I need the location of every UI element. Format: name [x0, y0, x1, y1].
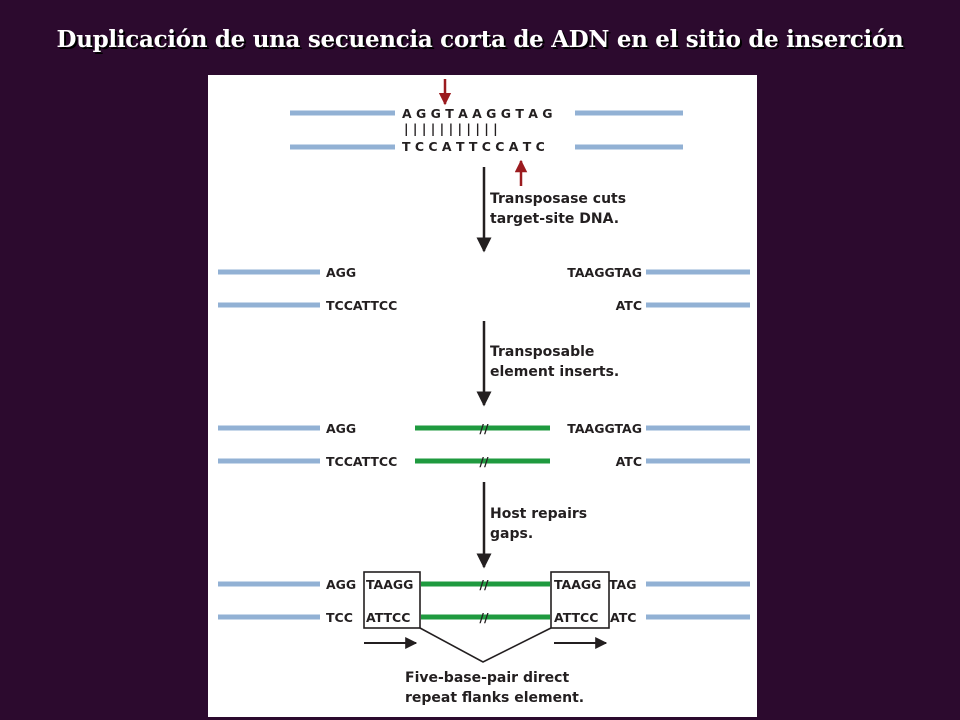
right-bottom-repeat: ATTCC [554, 610, 598, 625]
base-pair-lines: | | | | | | | | | | | [404, 121, 498, 136]
left-top-sequence: AGG [326, 421, 356, 436]
step-3-caption-line-2: gaps. [490, 526, 533, 542]
stage-3-inserted-element: // // AGG TCCATTCC TAAGGTAG ATC [218, 421, 750, 469]
right-top-sequence: TAAGGTAG [567, 421, 642, 436]
left-top-flank: AGG [326, 577, 356, 592]
stage-2-cut-dna: AGG TCCATTCC TAAGGTAG ATC [218, 265, 750, 313]
transposition-diagram: A G G T A A G G T A G | | | | | | | | | … [208, 75, 757, 717]
right-top-flank: TAG [609, 577, 637, 592]
slide-title: Duplicación de una secuencia corta de AD… [56, 26, 904, 53]
stage-4-repaired-dna: // // AGG TAAGG TCC ATTCC TAAGG TAG ATTC… [218, 571, 750, 663]
final-caption-line-1: Five-base-pair direct [405, 670, 569, 686]
repeat-callout-lines [419, 627, 552, 663]
left-bottom-repeat: ATTCC [366, 610, 410, 625]
stage-1-target-dna: A G G T A A G G T A G | | | | | | | | | … [290, 79, 683, 186]
diagram-canvas: A G G T A A G G T A G | | | | | | | | | … [218, 79, 750, 706]
final-caption-line-2: repeat flanks element. [405, 690, 584, 706]
break-mark-bottom: // [479, 454, 489, 469]
right-bottom-sequence: ATC [616, 298, 642, 313]
top-sequence: A G G T A A G G T A G [402, 106, 553, 121]
left-bottom-sequence: TCCATTCC [326, 298, 397, 313]
step-2-caption-line-2: element inserts. [490, 364, 619, 380]
right-bottom-sequence: ATC [616, 454, 642, 469]
right-bottom-flank: ATC [610, 610, 636, 625]
break-mark-top: // [479, 577, 489, 592]
step-1-caption-line-2: target-site DNA. [490, 211, 619, 227]
left-top-repeat: TAAGG [366, 577, 413, 592]
bottom-sequence: T C C A T T C C A T C [402, 139, 545, 154]
break-mark-bottom: // [479, 610, 489, 625]
step-2-caption-line-1: Transposable [490, 344, 594, 360]
left-repeat-box [363, 571, 421, 629]
step-3-caption-line-1: Host repairs [490, 506, 587, 522]
left-bottom-flank: TCC [326, 610, 353, 625]
left-bottom-sequence: TCCATTCC [326, 454, 397, 469]
break-mark-top: // [479, 421, 489, 436]
step-1-caption-line-1: Transposase cuts [490, 191, 626, 207]
right-top-sequence: TAAGGTAG [567, 265, 642, 280]
left-top-sequence: AGG [326, 265, 356, 280]
right-top-repeat: TAAGG [554, 577, 601, 592]
right-repeat-box [550, 571, 610, 629]
